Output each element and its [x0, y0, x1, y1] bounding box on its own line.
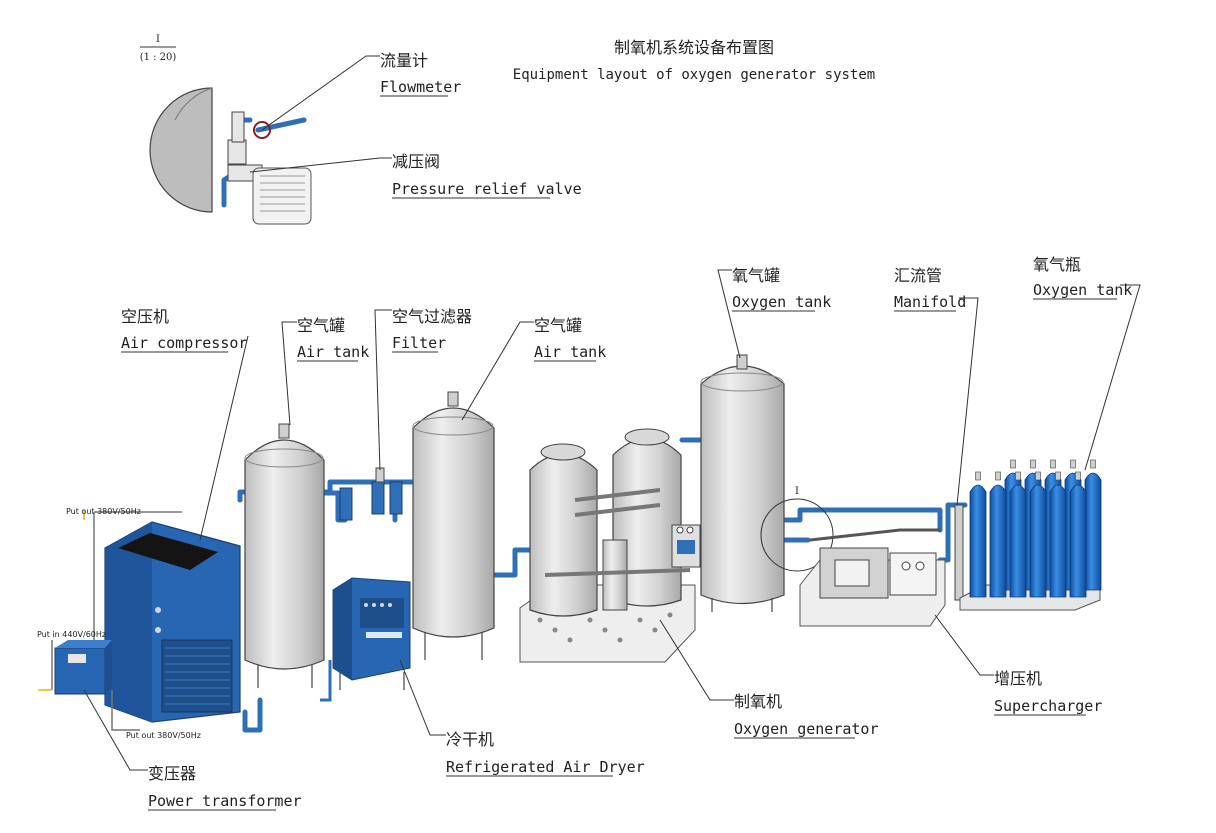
oxygen-cylinder — [1069, 484, 1087, 598]
label-dryer: 冷干机 Refrigerated Air Dryer — [446, 730, 645, 777]
svg-text:Air tank: Air tank — [534, 343, 606, 361]
cylinder-valve-icon — [1010, 459, 1016, 469]
svg-text:减压阀: 减压阀 — [392, 152, 440, 171]
compressor-grille-lines — [165, 647, 230, 705]
valve-handwheel-icon — [253, 121, 271, 139]
cylinder-valve-icon — [995, 471, 1001, 481]
detail-callout: I — [760, 486, 834, 572]
power-wires — [38, 510, 182, 731]
svg-text:氧气瓶: 氧气瓶 — [1033, 255, 1081, 274]
filter-set[interactable] — [339, 467, 403, 521]
svg-text:Oxygen tank: Oxygen tank — [732, 293, 831, 311]
oxygen-generator[interactable] — [519, 428, 701, 663]
dryer-panel — [360, 598, 404, 628]
oxygen-cylinder — [969, 484, 987, 598]
svg-text:汇流管: 汇流管 — [894, 266, 942, 285]
label-oxygen-cylinders: 氧气瓶 Oxygen tank — [1033, 255, 1132, 300]
power-note-in: Put in 440V/60Hz — [37, 630, 106, 639]
flowmeter-body — [231, 111, 245, 143]
svg-text:氧气罐: 氧气罐 — [732, 266, 780, 285]
svg-text:冷干机: 冷干机 — [446, 730, 494, 749]
supercharger[interactable] — [799, 528, 946, 627]
air-tank-1-valve — [278, 423, 290, 439]
oxygen-cylinder — [1009, 484, 1027, 598]
svg-text:Oxygen generator: Oxygen generator — [734, 720, 879, 738]
detail-view: I (1 : 20) — [140, 34, 312, 225]
svg-text:Oxygen tank: Oxygen tank — [1033, 281, 1132, 299]
air-tank-2-valve — [447, 391, 459, 407]
cylinder-group — [969, 459, 1102, 598]
label-relief-valve: 减压阀 Pressure relief valve — [392, 152, 582, 199]
label-manifold: 汇流管 Manifold — [894, 266, 966, 312]
label-air-tank-1: 空气罐 Air tank — [297, 316, 369, 362]
detail-callout-mark: I — [795, 486, 799, 497]
oxygen-cylinders[interactable] — [954, 459, 1102, 611]
supercharger-cabinet — [889, 552, 937, 596]
oxygen-tank[interactable] — [700, 354, 785, 612]
svg-text:Flowmeter: Flowmeter — [380, 78, 461, 96]
detail-scale: (1 : 20) — [140, 52, 177, 63]
oxygen-cylinder — [989, 484, 1007, 598]
detail-mark: I — [156, 34, 160, 45]
svg-text:变压器: 变压器 — [148, 764, 196, 783]
transformer-nameplate — [68, 654, 86, 663]
svg-text:Manifold: Manifold — [894, 293, 966, 311]
diagram-title: 制氧机系统设备布置图 Equipment layout of oxygen ge… — [513, 38, 875, 83]
svg-text:Refrigerated Air Dryer: Refrigerated Air Dryer — [446, 758, 645, 776]
svg-text:空气罐: 空气罐 — [297, 316, 345, 335]
cylinder-valve-icon — [1030, 459, 1036, 469]
cylinder-valve-icon — [1070, 459, 1076, 469]
power-transformer[interactable] — [54, 640, 112, 695]
relief-valve-body — [227, 139, 247, 165]
leader-lines — [83, 55, 1141, 771]
svg-text:Supercharger: Supercharger — [994, 697, 1102, 715]
svg-text:Pressure relief valve: Pressure relief valve — [392, 180, 582, 198]
power-note-out-bottom: Put out 380V/50Hz — [126, 731, 201, 740]
label-transformer: 变压器 Power transformer — [148, 764, 302, 811]
label-supercharger: 增压机 Supercharger — [994, 669, 1102, 716]
refrigerated-air-dryer[interactable] — [332, 577, 411, 690]
cylinder-valve-icon — [1075, 471, 1081, 481]
svg-text:空压机: 空压机 — [121, 307, 169, 326]
adsorption-tower-a — [529, 453, 598, 617]
cylinder-valve-icon — [1035, 471, 1041, 481]
generator-skid-holes — [537, 612, 673, 643]
compressor-side-grille — [161, 639, 233, 713]
svg-text:Air compressor: Air compressor — [121, 334, 247, 352]
power-note-out-top: Put out 380V/50Hz — [66, 507, 141, 516]
detail-grille — [252, 167, 312, 225]
oxygen-cylinder — [1029, 484, 1047, 598]
cylinder-valve-icon — [1055, 471, 1061, 481]
svg-text:空气过滤器: 空气过滤器 — [392, 307, 472, 326]
oxygen-tank-valve — [736, 354, 748, 370]
cylinder-valve-icon — [1015, 471, 1021, 481]
svg-text:Power transformer: Power transformer — [148, 792, 302, 810]
cylinder-valve-icon — [1090, 459, 1096, 469]
svg-text:空气罐: 空气罐 — [534, 316, 582, 335]
label-oxygen-tank: 氧气罐 Oxygen tank — [732, 266, 831, 312]
air-compressor[interactable] — [104, 521, 241, 723]
compressor-top-vent — [118, 533, 218, 570]
label-air-compressor: 空压机 Air compressor — [121, 307, 247, 353]
detail-tank-shell — [149, 87, 213, 213]
cylinder-valve-icon — [975, 471, 981, 481]
svg-text:Filter: Filter — [392, 334, 446, 352]
svg-text:制氧机: 制氧机 — [734, 692, 782, 711]
air-tank-2[interactable] — [412, 391, 495, 660]
label-filter: 空气过滤器 Filter — [392, 307, 472, 353]
svg-text:流量计: 流量计 — [380, 51, 428, 70]
label-flowmeter: 流量计 Flowmeter — [380, 51, 461, 97]
oxygen-cylinder — [1084, 472, 1102, 591]
air-tank-1[interactable] — [244, 423, 325, 688]
label-oxygen-generator: 制氧机 Oxygen generator — [734, 692, 879, 739]
label-air-tank-2: 空气罐 Air tank — [534, 316, 606, 362]
svg-text:增压机: 增压机 — [994, 669, 1042, 688]
title-cn: 制氧机系统设备布置图 — [614, 38, 774, 57]
manifold-pipe — [954, 504, 964, 601]
title-en: Equipment layout of oxygen generator sys… — [513, 67, 875, 83]
cylinder-valve-icon — [1050, 459, 1056, 469]
svg-text:Air tank: Air tank — [297, 343, 369, 361]
oxygen-cylinder — [1049, 484, 1067, 598]
